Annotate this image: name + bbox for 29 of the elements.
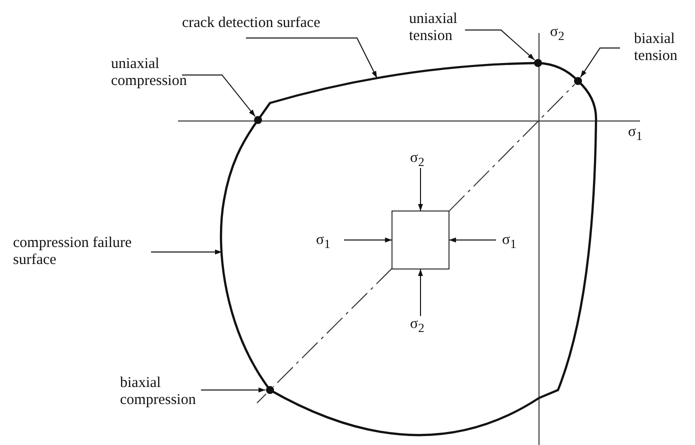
dash-dot-line [272,268,392,388]
stress-arrow [344,238,392,242]
stress-arrow [418,268,423,316]
leader-line [580,48,620,78]
callout-label: biaxial tension [634,31,694,65]
point-dot [266,386,274,394]
callout-label: crack detection surface [182,15,320,32]
leader-line [246,38,378,78]
callout-label: uniaxial tension [409,11,469,45]
leader-line [464,30,536,60]
callout-label: compression failure surface [13,235,163,269]
dash-dot-line [448,84,576,212]
leader-line [182,74,256,117]
stress-symbol: σ$_{1}$ [502,232,516,253]
stress-symbol: σ$_{2}$ [410,316,424,337]
stress-symbol: σ$_{2}$ [410,150,424,171]
point-dot [254,116,262,124]
leader-line [200,388,266,392]
point-dot [534,59,542,67]
stress-arrow [418,168,423,212]
callout-label: biaxial compression [120,375,230,409]
stress-element-square [392,210,450,270]
point-dot [574,77,582,85]
axis-label: σ$_{2}$ [550,24,564,45]
stress-symbol: σ$_{1}$ [316,232,330,253]
callout-label: uniaxial compression [111,56,206,90]
stress-arrow [448,238,496,242]
leader-line [150,250,222,254]
axis-label: σ$_{1}$ [628,124,642,145]
